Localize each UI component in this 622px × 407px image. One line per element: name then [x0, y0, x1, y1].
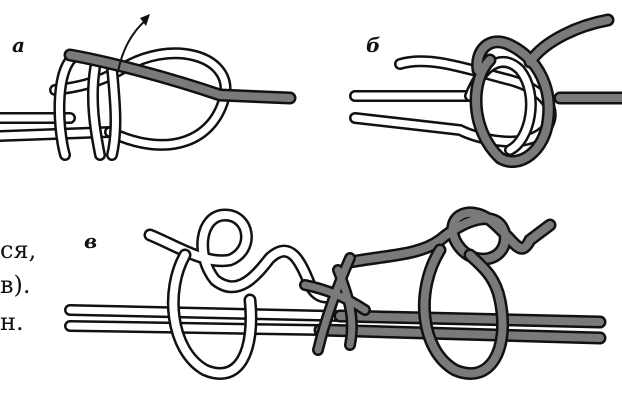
- panel-v-light-rope: [70, 215, 340, 374]
- side-text-line-2: в).: [0, 271, 31, 299]
- side-text-line-1: ся,: [0, 236, 36, 264]
- panel-b-label: б: [366, 33, 380, 57]
- panel-a: а: [0, 14, 290, 155]
- side-text-line-3: н.: [0, 308, 24, 336]
- panel-v: в: [70, 213, 600, 374]
- panel-b: б: [355, 20, 622, 162]
- panel-a-label: а: [12, 33, 25, 57]
- panel-v-dark-rope: [305, 213, 600, 374]
- panel-v-label: в: [84, 229, 97, 253]
- side-text: ся, в). н.: [0, 236, 36, 336]
- panel-b-light-rope: [355, 61, 551, 150]
